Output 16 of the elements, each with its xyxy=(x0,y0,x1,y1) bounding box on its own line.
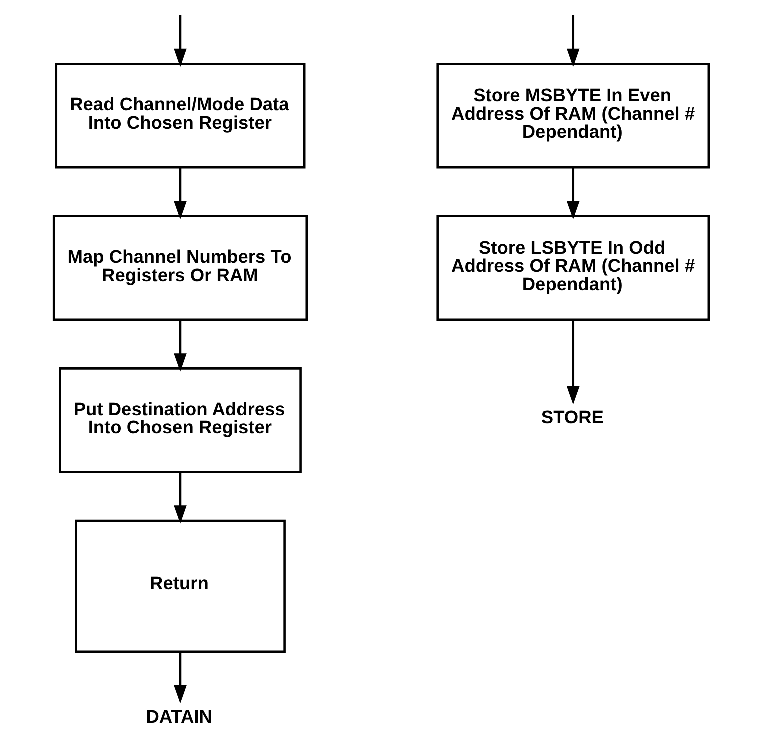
arrow xyxy=(566,320,580,405)
arrow xyxy=(174,472,186,524)
arrow xyxy=(174,15,186,68)
arrow xyxy=(174,320,186,372)
node-box: Map Channel Numbers To Registers Or RAM xyxy=(52,215,308,322)
node-box: Put Destination Address Into Chosen Register xyxy=(58,368,302,474)
node-text: STORE xyxy=(540,406,604,428)
arrow xyxy=(566,15,580,68)
arrow xyxy=(566,168,580,220)
node-box: Store MSBYTE In Even Address Of RAM (Channel # Dependant) xyxy=(436,62,710,169)
arrow xyxy=(174,168,186,220)
node-box: Return xyxy=(74,520,286,654)
node-box: Store LSBYTE In Odd Address Of RAM (Channel # Dependant) xyxy=(436,215,710,322)
node-text: DATAIN xyxy=(146,706,212,727)
arrow xyxy=(174,652,186,704)
node-box: Read Channel/Mode Data Into Chosen Register xyxy=(54,62,306,169)
